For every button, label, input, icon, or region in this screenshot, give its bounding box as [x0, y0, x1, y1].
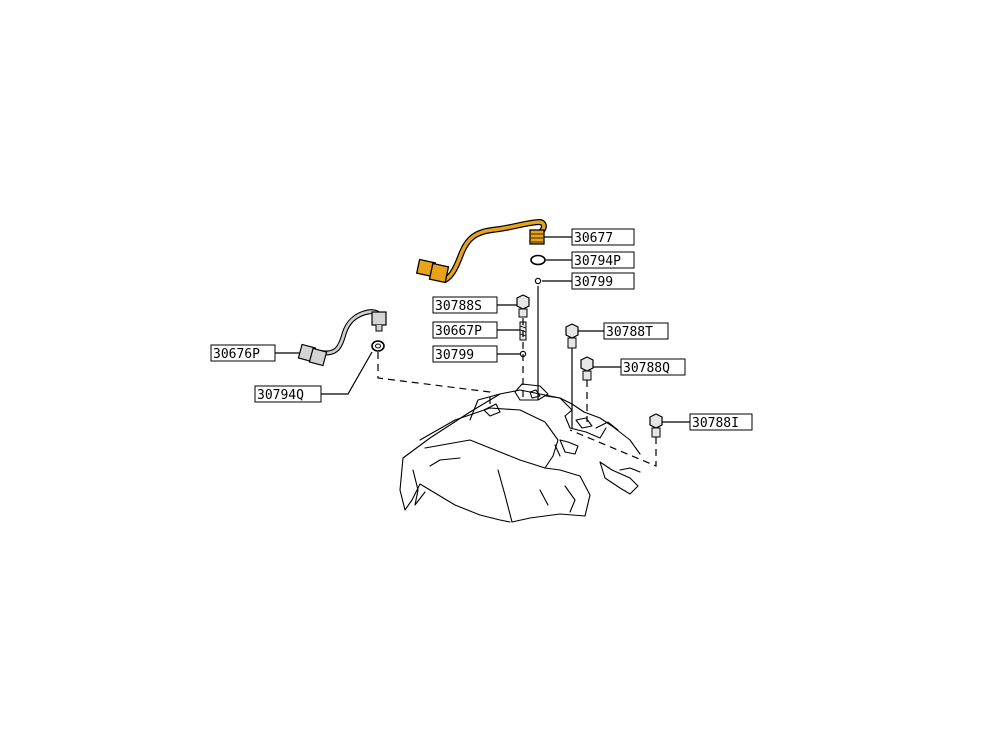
part-label-30799-mid[interactable]: 30799	[432, 345, 498, 363]
part-number-text: 30799	[435, 348, 474, 363]
knock-sensor-harness-30676p	[297, 309, 387, 367]
part-number-text: 30788S	[435, 299, 482, 314]
part-label-30788i[interactable]: 30788I	[689, 413, 753, 431]
part-label-30788s[interactable]: 30788S	[432, 296, 498, 314]
engine-block-drawing	[399, 383, 641, 523]
knock-sensor-harness-30677	[415, 218, 547, 284]
part-label-30677[interactable]: 30677	[571, 228, 635, 246]
part-number-text: 30788Q	[623, 361, 670, 376]
part-number-text: 30799	[574, 275, 613, 290]
part-number-text: 30794Q	[257, 388, 304, 403]
part-label-30794q[interactable]: 30794Q	[254, 385, 322, 403]
part-number-text: 30676P	[213, 347, 260, 362]
bolt-30788s-shape	[516, 294, 530, 318]
part-label-30788t[interactable]: 30788T	[603, 322, 669, 340]
part-number-text: 30788I	[692, 416, 739, 431]
part-label-30676p[interactable]: 30676P	[210, 344, 276, 362]
leader-lines	[275, 236, 690, 423]
assembly-lines	[377, 286, 657, 467]
part-label-30799-top[interactable]: 30799	[571, 272, 635, 290]
part-label-30794p[interactable]: 30794P	[571, 251, 635, 269]
part-number-text: 30794P	[574, 254, 621, 269]
bolt-30788i-shape	[649, 413, 663, 438]
part-number-text: 30667P	[435, 324, 482, 339]
part-number-text: 30788T	[606, 325, 653, 340]
o-ring-30799a-shape	[534, 277, 542, 285]
bolt-30788t-shape	[565, 323, 579, 349]
part-number-text: 30677	[574, 231, 613, 246]
part-label-30788q[interactable]: 30788Q	[620, 358, 686, 376]
bolt-30788q-shape	[580, 356, 594, 381]
part-label-30667p[interactable]: 30667P	[432, 321, 498, 339]
washer-30794p-shape	[530, 254, 546, 266]
washer-30794q-shape	[371, 340, 385, 352]
